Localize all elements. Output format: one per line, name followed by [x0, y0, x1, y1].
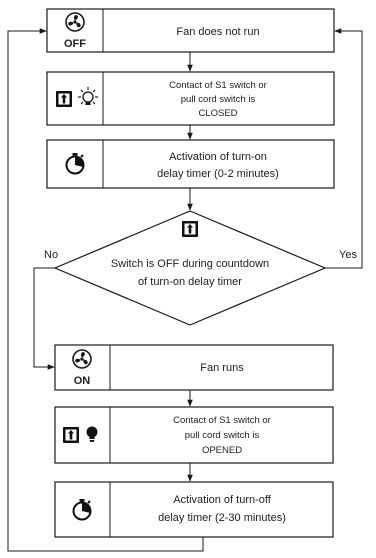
step-fan-off: OFF Fan does not run — [46, 8, 335, 53]
switch-opened-line3: OPENED — [202, 445, 242, 456]
step-switch-opened: Contact of S1 switch or pull cord switch… — [54, 406, 334, 464]
switch-closed-line2: pull cord switch is — [181, 94, 256, 105]
step-turn-off-timer: Activation of turn-off delay timer (2-30… — [54, 481, 334, 538]
fan-on-text: Fan runs — [200, 362, 244, 374]
switch-icon — [63, 427, 79, 443]
switch-closed-line3: CLOSED — [198, 108, 237, 119]
switch-opened-line2: pull cord switch is — [185, 430, 260, 441]
light-bulb-on-icon — [78, 87, 98, 105]
fan-off-badge: OFF — [64, 38, 86, 50]
fan-off-text: Fan does not run — [176, 26, 259, 38]
turn-off-timer-line1: Activation of turn-off — [173, 494, 272, 506]
turn-off-timer-line2: delay timer (2-30 minutes) — [158, 512, 286, 524]
turn-on-timer-line2: delay timer (0-2 minutes) — [157, 168, 279, 180]
no-connector — [33, 267, 55, 370]
turn-on-timer-line1: Activation of turn-on — [169, 151, 267, 163]
switch-opened-line1: Contact of S1 switch or — [173, 415, 271, 426]
step-turn-on-timer: Activation of turn-on delay timer (0-2 m… — [46, 139, 335, 189]
yes-connector — [325, 28, 363, 269]
switch-icon — [182, 221, 198, 237]
decision-line1: Switch is OFF during countdown — [111, 258, 269, 270]
step-switch-closed: Contact of S1 switch or pull cord switch… — [46, 71, 335, 126]
decision-switch-off: Switch is OFF during countdown of turn-o… — [44, 210, 357, 326]
decision-line2: of turn-on delay timer — [138, 276, 242, 288]
decision-yes-label: Yes — [339, 249, 357, 261]
switch-icon — [56, 91, 72, 107]
fan-on-badge: ON — [74, 375, 91, 387]
light-bulb-off-icon — [86, 426, 98, 442]
switch-closed-line1: Contact of S1 switch or — [169, 80, 267, 91]
step-fan-on: ON Fan runs — [54, 344, 334, 391]
loop-back-connector — [7, 28, 204, 552]
decision-no-label: No — [44, 249, 58, 261]
